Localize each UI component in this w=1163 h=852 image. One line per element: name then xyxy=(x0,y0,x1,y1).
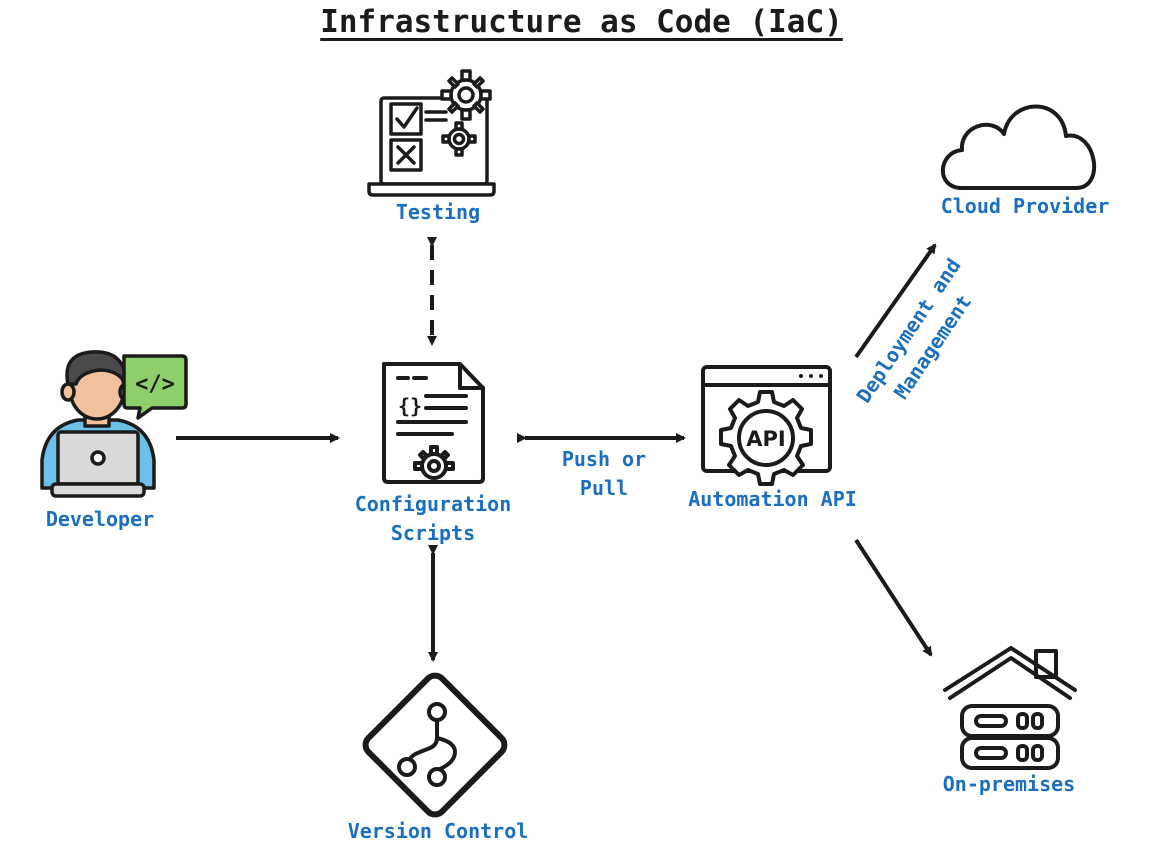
svg-text:API: API xyxy=(746,427,785,451)
automation-api-label: Automation API xyxy=(688,487,857,511)
code-bubble-icon: </> xyxy=(122,354,188,420)
developer-label: Developer xyxy=(45,507,155,531)
cloud-icon xyxy=(940,104,1096,190)
script-document-gear-icon: {} xyxy=(382,362,485,484)
house-server-icon xyxy=(943,646,1077,770)
version-control-label: Version Control xyxy=(347,819,529,843)
svg-text:{}: {} xyxy=(398,394,422,418)
diagram-title: Infrastructure as Code (IaC) xyxy=(320,4,843,40)
arrow-automation-to-onprem xyxy=(854,538,933,657)
api-gear-window-icon: API xyxy=(701,365,832,486)
git-branch-icon xyxy=(362,672,508,818)
cloud-provider-label: Cloud Provider xyxy=(940,194,1110,218)
on-premises-label: On-premises xyxy=(942,772,1076,796)
arrow-automation-to-cloud xyxy=(854,243,937,359)
checklist-gears-icon xyxy=(367,69,496,197)
svg-text:</>: </> xyxy=(135,372,175,397)
developer-laptop-icon: </> xyxy=(40,350,188,498)
testing-label: Testing xyxy=(395,200,481,224)
push-or-pull-label: Push or Pull xyxy=(561,447,647,500)
configuration-scripts-label: Configuration Scripts xyxy=(354,492,512,545)
